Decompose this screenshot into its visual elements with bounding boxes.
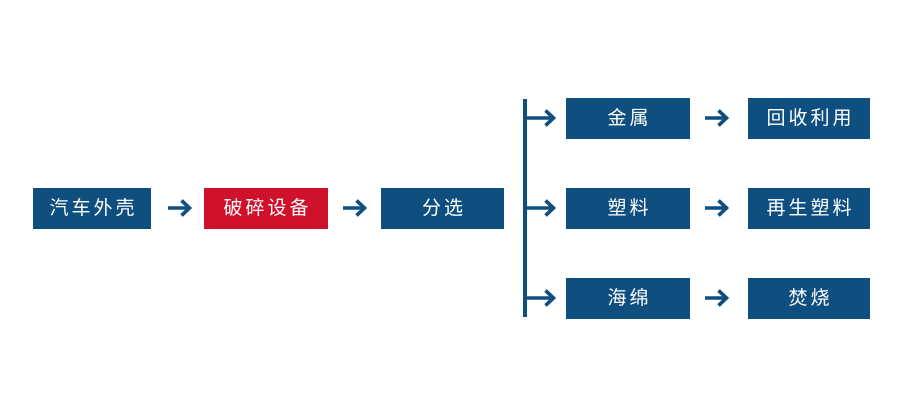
arrow-right-icon: [339, 191, 373, 225]
branch-arrow-right-icon: [523, 281, 563, 315]
node-shredder[interactable]: 破碎设备: [204, 188, 328, 229]
node-metal-outcome[interactable]: 回收利用: [748, 98, 870, 139]
node-metal-material[interactable]: 金属: [566, 98, 690, 139]
branch-arrow-right-icon: [523, 101, 563, 135]
arrow-right-icon: [701, 281, 735, 315]
node-plastic-outcome[interactable]: 再生塑料: [748, 188, 870, 229]
node-plastic-material[interactable]: 塑料: [566, 188, 690, 229]
node-input[interactable]: 汽车外壳: [33, 188, 151, 229]
arrow-right-icon: [701, 191, 735, 225]
arrow-right-icon: [164, 191, 198, 225]
arrow-right-icon: [701, 101, 735, 135]
node-sorting[interactable]: 分选: [381, 188, 504, 229]
branch-arrow-right-icon: [523, 191, 563, 225]
node-sponge-material[interactable]: 海绵: [566, 278, 690, 319]
node-sponge-outcome[interactable]: 焚烧: [748, 278, 870, 319]
